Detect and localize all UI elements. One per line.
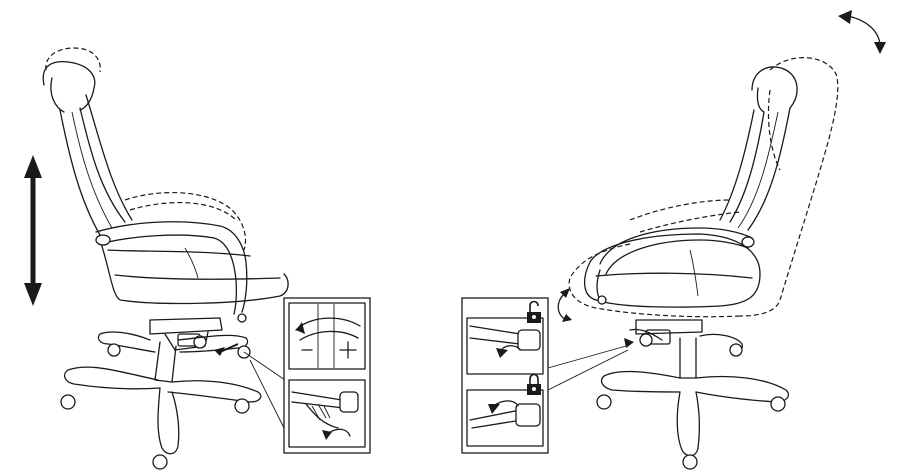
- unlock-icon: [527, 300, 541, 323]
- lever-icon: [339, 391, 359, 413]
- right-detail-bottom: [466, 373, 544, 447]
- rotate-arrow-icon: [296, 322, 305, 334]
- lever-icon: [515, 403, 541, 427]
- right-chair-mechanism: [624, 319, 703, 348]
- pointer-arrow-icon: [624, 338, 634, 348]
- right-detail-top: [466, 300, 544, 375]
- left-detail-box: [283, 297, 371, 454]
- left-chair-seat: [99, 192, 289, 305]
- right-tilt-arc-icon: [557, 288, 572, 322]
- right-chair-backrest: [719, 66, 798, 231]
- left-chair-backrest: [42, 47, 133, 236]
- left-detail-bottom: [288, 379, 366, 448]
- left-chair-mechanism: [149, 317, 239, 356]
- right-chair-armrest: [596, 227, 755, 305]
- tension-knob-icon: [193, 335, 207, 349]
- lock-icon: [527, 373, 541, 395]
- left-chair-armrest: [95, 221, 248, 323]
- lever-icon: [517, 329, 541, 351]
- height-arrow-icon: [24, 155, 42, 306]
- tilt-arrow-icon: [838, 10, 886, 54]
- right-detail-box: [461, 297, 549, 454]
- right-chair-base: [596, 328, 790, 470]
- right-chair: [547, 10, 886, 470]
- left-chair: [24, 47, 289, 470]
- left-detail-top: [288, 302, 366, 370]
- right-chair-recline-outline: [568, 57, 839, 318]
- left-chair-base: [60, 331, 262, 470]
- right-chair-seat: [584, 233, 761, 308]
